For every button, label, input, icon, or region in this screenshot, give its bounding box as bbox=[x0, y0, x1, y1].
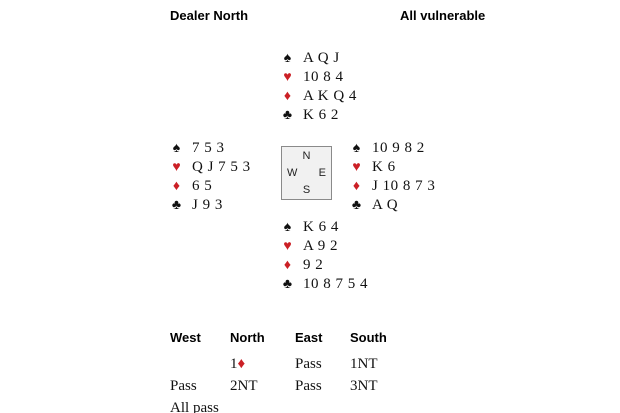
suit-line: ♦ 9 2 bbox=[281, 256, 368, 275]
auction-table: West North East South 1♦ Pass 1NT Pass 2NT Pass 3N… bbox=[170, 329, 420, 413]
suit-line: ♦ 6 5 bbox=[170, 177, 251, 196]
auction-cell: 1NT bbox=[350, 356, 378, 372]
compass-north-label: N bbox=[302, 150, 311, 162]
suit-line: ♦ J 10 8 7 3 bbox=[350, 177, 435, 196]
heart-suit-icon: ♥ bbox=[352, 160, 361, 175]
card-values: A K Q 4 bbox=[303, 88, 357, 104]
spade-suit-icon: ♠ bbox=[352, 141, 361, 156]
card-values: 9 2 bbox=[303, 257, 324, 273]
suit-line: ♣ 10 8 7 5 4 bbox=[281, 275, 368, 294]
west-hand: ♠ 7 5 3 ♥ Q J 7 5 3 ♦ 6 5 ♣ J 9 3 bbox=[170, 139, 251, 215]
south-hand: ♠ K 6 4 ♥ A 9 2 ♦ 9 2 ♣ 10 8 7 5 4 bbox=[281, 218, 368, 294]
card-values: K 6 4 bbox=[303, 219, 339, 235]
club-suit-icon: ♣ bbox=[171, 198, 182, 213]
compass-east-label: E bbox=[318, 167, 326, 179]
suit-line: ♣ K 6 2 bbox=[281, 106, 357, 125]
suit-line: ♦ A K Q 4 bbox=[281, 87, 357, 106]
suit-line: ♥ A 9 2 bbox=[281, 237, 368, 256]
suit-line: ♥ Q J 7 5 3 bbox=[170, 158, 251, 177]
suit-line: ♠ 10 9 8 2 bbox=[350, 139, 435, 158]
vulnerability-label: All vulnerable bbox=[400, 8, 486, 23]
card-values: J 10 8 7 3 bbox=[372, 178, 436, 194]
spade-suit-icon: ♠ bbox=[283, 220, 292, 235]
auction-header-east: East bbox=[295, 330, 323, 345]
suit-line: ♥ K 6 bbox=[350, 158, 435, 177]
diamond-suit-icon: ♦ bbox=[352, 179, 361, 194]
auction-cell: 3NT bbox=[350, 378, 378, 394]
auction-cell: Pass bbox=[170, 378, 197, 394]
north-hand: ♠ A Q J ♥ 10 8 4 ♦ A K Q 4 ♣ K 6 2 bbox=[281, 49, 357, 125]
suit-line: ♣ A Q bbox=[350, 196, 435, 215]
auction-header-north: North bbox=[230, 330, 265, 345]
spade-suit-icon: ♠ bbox=[172, 141, 181, 156]
auction-cell: 2NT bbox=[230, 378, 258, 394]
auction-cell: Pass bbox=[295, 378, 322, 394]
auction-cell: 1♦ bbox=[230, 356, 246, 372]
suit-line: ♠ K 6 4 bbox=[281, 218, 368, 237]
compass-south-label: S bbox=[302, 184, 311, 196]
dealer-label: Dealer North bbox=[170, 8, 249, 23]
auction-header-west: West bbox=[170, 330, 201, 345]
card-values: A Q bbox=[372, 197, 399, 213]
card-values: 7 5 3 bbox=[192, 140, 225, 156]
card-values: 6 5 bbox=[192, 178, 213, 194]
auction-cell: All pass bbox=[170, 400, 219, 413]
heart-suit-icon: ♥ bbox=[283, 70, 292, 85]
card-values: K 6 2 bbox=[303, 107, 339, 123]
diamond-suit-icon: ♦ bbox=[283, 258, 292, 273]
auction-cell: Pass bbox=[295, 356, 322, 372]
heart-suit-icon: ♥ bbox=[172, 160, 181, 175]
heart-suit-icon: ♥ bbox=[283, 239, 292, 254]
auction-header-south: South bbox=[350, 330, 387, 345]
card-values: A 9 2 bbox=[303, 238, 339, 254]
diamond-suit-icon: ♦ bbox=[237, 356, 246, 372]
suit-line: ♣ J 9 3 bbox=[170, 196, 251, 215]
compass-box: N W E S bbox=[281, 146, 332, 200]
card-values: Q J 7 5 3 bbox=[192, 159, 251, 175]
diamond-suit-icon: ♦ bbox=[283, 89, 292, 104]
suit-line: ♠ 7 5 3 bbox=[170, 139, 251, 158]
spade-suit-icon: ♠ bbox=[283, 51, 292, 66]
card-values: 10 8 4 bbox=[303, 69, 344, 85]
card-values: J 9 3 bbox=[192, 197, 223, 213]
card-values: 10 8 7 5 4 bbox=[303, 276, 368, 292]
east-hand: ♠ 10 9 8 2 ♥ K 6 ♦ J 10 8 7 3 ♣ A Q bbox=[350, 139, 435, 215]
auction-cell bbox=[170, 354, 230, 376]
suit-line: ♥ 10 8 4 bbox=[281, 68, 357, 87]
card-values: 10 9 8 2 bbox=[372, 140, 425, 156]
card-values: K 6 bbox=[372, 159, 396, 175]
diamond-suit-icon: ♦ bbox=[172, 179, 181, 194]
auction-cell bbox=[350, 398, 420, 413]
club-suit-icon: ♣ bbox=[282, 108, 293, 123]
auction-cell bbox=[230, 398, 295, 413]
suit-line: ♠ A Q J bbox=[281, 49, 357, 68]
card-values: A Q J bbox=[303, 50, 340, 66]
club-suit-icon: ♣ bbox=[351, 198, 362, 213]
club-suit-icon: ♣ bbox=[282, 277, 293, 292]
compass-west-label: W bbox=[287, 167, 298, 179]
auction-cell bbox=[295, 398, 350, 413]
